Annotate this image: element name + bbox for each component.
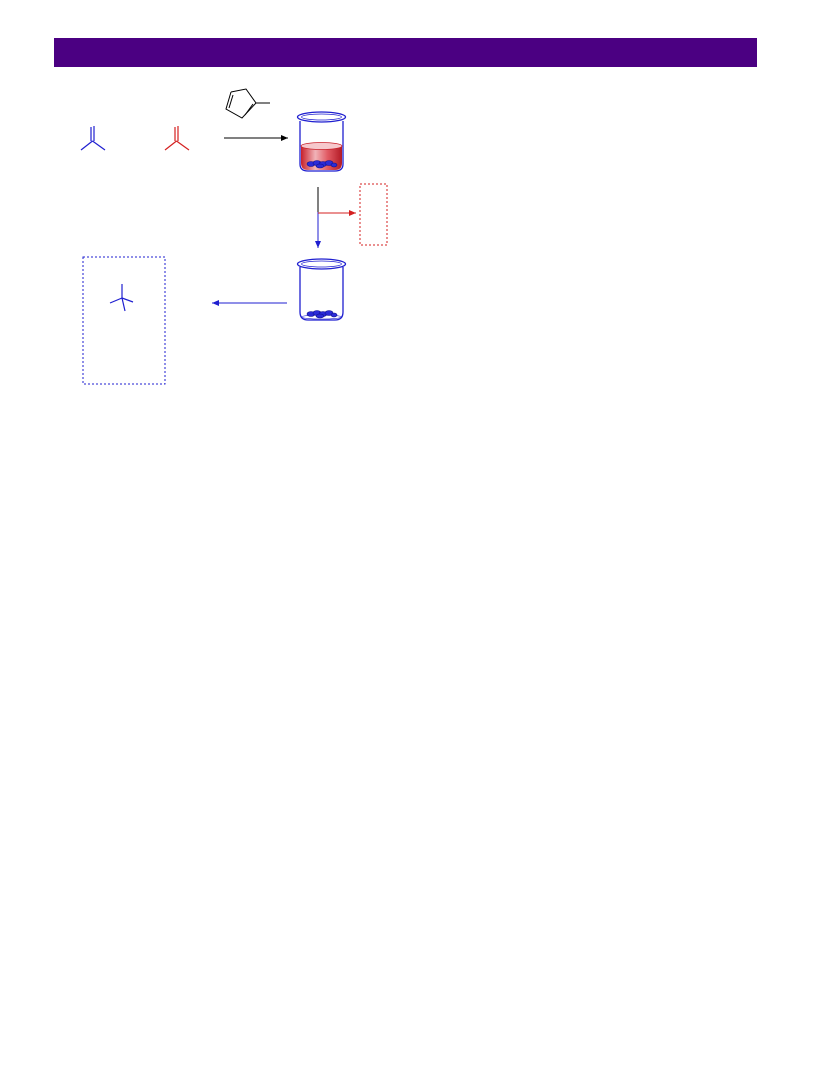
red-alkene-structure-icon [164, 126, 190, 151]
beaker-with-red-solution-icon [296, 111, 347, 172]
blue-quaternary-carbon-structure-icon [109, 284, 134, 312]
product-box [82, 256, 166, 385]
filtrate-box [359, 183, 388, 246]
methylcyclopentadiene-structure-icon [225, 88, 270, 119]
blue-alkene-structure-icon [80, 126, 106, 151]
beaker-with-solid-icon [296, 258, 347, 321]
header-bar [54, 38, 757, 67]
